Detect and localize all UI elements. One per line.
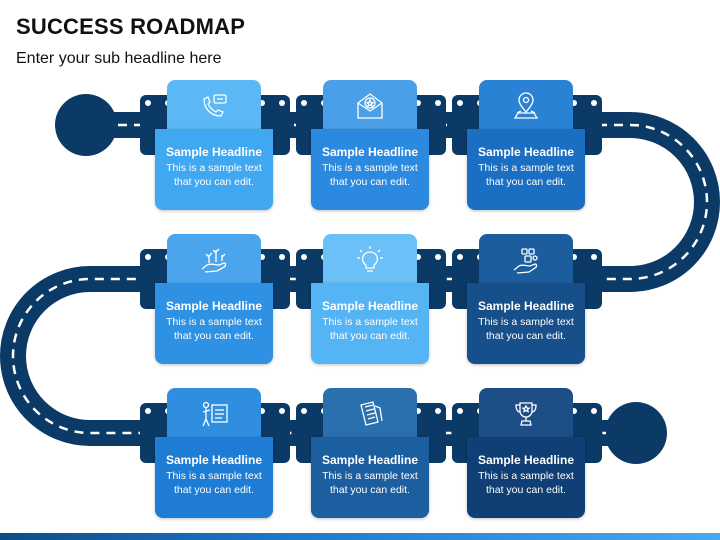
step-card-8-headline: Sample Headline (321, 453, 419, 467)
step-card-7: Sample Headline This is a sample text th… (155, 388, 273, 518)
step-card-2-body: Sample Headline This is a sample text th… (311, 129, 429, 210)
road-end-circle (605, 402, 667, 464)
page-subtitle: Enter your sub headline here (16, 50, 222, 67)
road-start-circle (55, 94, 117, 156)
footer-accent-bar (0, 533, 720, 540)
step-card-6-headline: Sample Headline (477, 299, 575, 313)
step-card-7-headline: Sample Headline (165, 453, 263, 467)
step-card-4-headline: Sample Headline (165, 299, 263, 313)
step-card-2-icon-box (323, 80, 417, 132)
hand-coins-icon (513, 248, 538, 274)
step-card-5: Sample Headline This is a sample text th… (311, 234, 429, 364)
documents-icon (360, 401, 383, 426)
step-card-6-icon-box (479, 234, 573, 286)
step-card-7-text: This is a sample text that you can edit. (166, 470, 262, 496)
step-card-1-headline: Sample Headline (165, 145, 263, 159)
step-card-1-body: Sample Headline This is a sample text th… (155, 129, 273, 210)
lightbulb-icon (357, 246, 383, 272)
award-envelope-icon (357, 93, 383, 119)
location-pin-icon (513, 92, 539, 119)
step-card-9: Sample Headline This is a sample text th… (467, 388, 585, 518)
step-card-1-icon-box (167, 80, 261, 132)
trophy-icon (515, 402, 537, 426)
step-card-5-headline: Sample Headline (321, 299, 419, 313)
step-card-6-text: This is a sample text that you can edit. (478, 316, 574, 342)
step-card-7-body: Sample Headline This is a sample text th… (155, 437, 273, 518)
step-card-9-icon-box (479, 388, 573, 440)
step-card-5-text: This is a sample text that you can edit. (322, 316, 418, 342)
step-card-1-text: This is a sample text that you can edit. (166, 162, 262, 188)
step-card-4-body: Sample Headline This is a sample text th… (155, 283, 273, 364)
step-card-9-body: Sample Headline This is a sample text th… (467, 437, 585, 518)
step-card-5-body: Sample Headline This is a sample text th… (311, 283, 429, 364)
step-card-9-headline: Sample Headline (477, 453, 575, 467)
step-card-2-text: This is a sample text that you can edit. (322, 162, 418, 188)
step-card-8: Sample Headline This is a sample text th… (311, 388, 429, 518)
step-card-3-headline: Sample Headline (477, 145, 575, 159)
step-card-3-text: This is a sample text that you can edit. (478, 162, 574, 188)
page-title: SUCCESS ROADMAP (16, 14, 246, 39)
phone-chat-icon (203, 94, 227, 117)
step-card-5-icon-box (323, 234, 417, 286)
step-card-4: Sample Headline This is a sample text th… (155, 234, 273, 364)
step-card-6-body: Sample Headline This is a sample text th… (467, 283, 585, 364)
step-card-3-body: Sample Headline This is a sample text th… (467, 129, 585, 210)
step-card-9-text: This is a sample text that you can edit. (478, 470, 574, 496)
step-card-6: Sample Headline This is a sample text th… (467, 234, 585, 364)
step-card-4-icon-box (167, 234, 261, 286)
hand-growth-icon (201, 248, 227, 273)
road-center-dashes (11, 123, 709, 435)
step-card-4-text: This is a sample text that you can edit. (166, 316, 262, 342)
step-card-2: Sample Headline This is a sample text th… (311, 80, 429, 210)
step-card-3: Sample Headline This is a sample text th… (467, 80, 585, 210)
step-card-2-headline: Sample Headline (321, 145, 419, 159)
presentation-icon (202, 401, 228, 427)
step-card-8-body: Sample Headline This is a sample text th… (311, 437, 429, 518)
step-card-8-icon-box (323, 388, 417, 440)
step-card-8-text: This is a sample text that you can edit. (322, 470, 418, 496)
step-card-1: Sample Headline This is a sample text th… (155, 80, 273, 210)
step-card-3-icon-box (479, 80, 573, 132)
step-card-7-icon-box (167, 388, 261, 440)
